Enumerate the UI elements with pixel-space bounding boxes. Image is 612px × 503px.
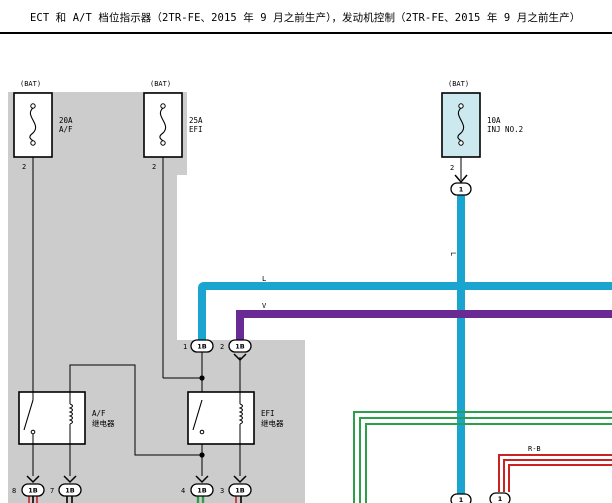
- junction-dot: [199, 375, 205, 381]
- fuse-efi-source: (BAT): [150, 80, 171, 88]
- fuse-af-source: (BAT): [20, 80, 41, 88]
- svg-text:1B: 1B: [28, 487, 38, 495]
- fuse-inj-source: (BAT): [448, 80, 469, 88]
- fuse-af-name: A/F: [59, 125, 73, 134]
- page-title: ECT 和 A/T 档位指示器（2TR-FE、2015 年 9 月之前生产），发…: [30, 12, 581, 24]
- black-wires: [32, 157, 462, 476]
- connector-inj-top: 1: [450, 174, 472, 196]
- wire-label-blue-l: L: [262, 275, 266, 283]
- connector-1b-pin1: 1B 1: [183, 339, 214, 353]
- wire-label-inj-l: L: [449, 252, 457, 256]
- wire-label-violet-v: V: [262, 302, 267, 310]
- fuse-efi: (BAT) 25A EFI 2: [143, 80, 203, 171]
- connector-1b-pin3: 1B 3: [220, 475, 252, 497]
- connector-right-bottom: 1: [489, 492, 511, 503]
- svg-text:1: 1: [459, 186, 464, 194]
- green-wire: [353, 411, 612, 503]
- svg-text:1B: 1B: [197, 487, 207, 495]
- fuse-efi-pin: 2: [152, 163, 156, 171]
- connector-inj-bottom: 1: [450, 493, 472, 503]
- fuse-inj-rating: 10A: [487, 116, 501, 125]
- fuse-inj-pin: 2: [450, 164, 454, 172]
- relay-efi-name: EFI: [261, 409, 275, 418]
- fuse-inj-name: INJ NO.2: [487, 125, 523, 134]
- fuse-efi-rating: 25A: [189, 116, 203, 125]
- relay-af-name: A/F: [92, 409, 106, 418]
- bottom-wire-stubs: [28, 496, 242, 503]
- blue-wire: [198, 195, 612, 503]
- svg-text:1: 1: [183, 343, 187, 351]
- svg-text:1B: 1B: [235, 487, 245, 495]
- connector-1b-pin7: 1B 7: [50, 475, 82, 497]
- connector-1b-pin4: 1B 4: [181, 475, 214, 497]
- wire-label-rb: R-B: [528, 445, 541, 453]
- fuse-inj-no2: (BAT) 10A INJ NO.2 2: [441, 80, 523, 172]
- fuse-af: (BAT) 20A A/F 2: [13, 80, 73, 171]
- relay-efi: EFI 继电器: [187, 391, 284, 445]
- svg-text:1B: 1B: [65, 487, 75, 495]
- fuse-efi-name: EFI: [189, 125, 203, 134]
- svg-text:8: 8: [12, 487, 16, 495]
- connector-1b-pin2: 1B 2: [220, 339, 252, 362]
- relay-efi-label: 继电器: [261, 418, 284, 428]
- svg-text:4: 4: [181, 487, 185, 495]
- junction-dot: [199, 452, 205, 458]
- svg-text:1B: 1B: [235, 343, 245, 351]
- relay-af: A/F 继电器: [18, 391, 115, 445]
- connector-1b-pin8: 1B 8: [12, 475, 45, 497]
- relay-af-label: 继电器: [92, 418, 115, 428]
- svg-text:1B: 1B: [197, 343, 207, 351]
- violet-wire: [236, 310, 612, 342]
- svg-text:1: 1: [459, 496, 464, 503]
- page-header: ECT 和 A/T 档位指示器（2TR-FE、2015 年 9 月之前生产），发…: [0, 0, 612, 34]
- svg-text:1: 1: [498, 495, 503, 503]
- fuse-af-rating: 20A: [59, 116, 73, 125]
- svg-text:2: 2: [220, 343, 224, 351]
- fuse-af-pin: 2: [22, 163, 26, 171]
- svg-text:3: 3: [220, 487, 224, 495]
- red-black-wire: R-B: [498, 445, 612, 492]
- svg-text:7: 7: [50, 487, 54, 495]
